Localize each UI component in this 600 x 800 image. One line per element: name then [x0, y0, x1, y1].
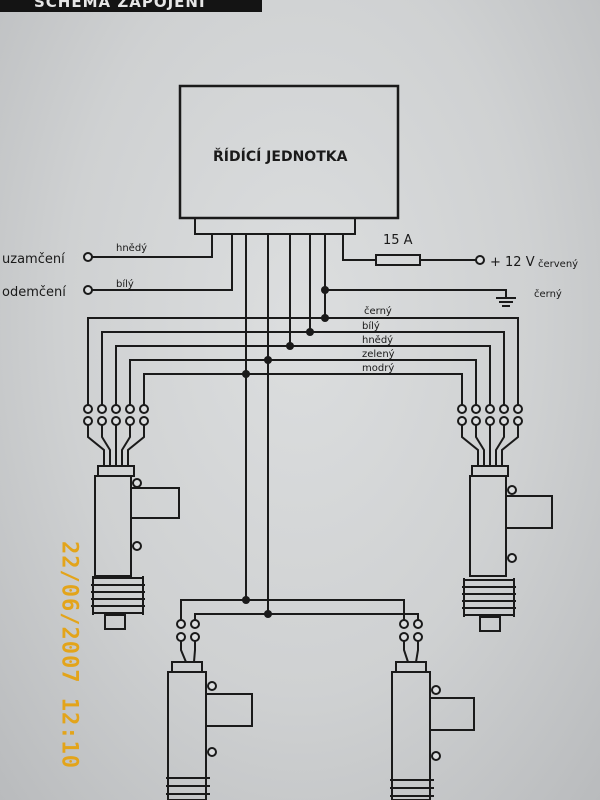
bus-label-1: bílý — [362, 320, 380, 332]
date-stamp: 22/06/2007 12:10 — [44, 541, 94, 769]
input-unlock-wire-color: bílý — [116, 278, 134, 290]
bus-wires — [87, 317, 519, 405]
bus-label-3: zelený — [362, 348, 395, 360]
ground-wire-color: černý — [534, 288, 562, 300]
input-unlock-wire — [83, 234, 233, 295]
fuse — [375, 254, 421, 266]
control-unit-connector — [194, 217, 356, 235]
power-wire-color: červený — [538, 258, 578, 270]
actuator-left-bottom — [166, 641, 253, 800]
actuator-right-bottom — [390, 641, 475, 800]
input-lock-label: uzamčení — [2, 252, 65, 267]
fuse-label: 15 A — [383, 233, 413, 248]
power-label: + 12 V — [490, 255, 535, 270]
bus-label-0: černý — [364, 305, 392, 317]
header-text: SCHÉMA ZAPOJENÍ — [34, 0, 206, 11]
actuator-right-top — [461, 425, 553, 632]
ground-wire — [324, 234, 516, 320]
input-lock-wire — [83, 234, 213, 262]
date-stamp-text: 22/06/2007 12:10 — [56, 541, 82, 769]
input-unlock-label: odemčení — [2, 285, 66, 300]
terminal-rings — [83, 404, 523, 642]
lower-distribution-wires — [180, 599, 419, 620]
input-lock-wire-color: hnědý — [116, 242, 147, 254]
bus-label-4: modrý — [362, 362, 394, 374]
power-wire — [342, 234, 485, 266]
junction-dots — [242, 286, 329, 618]
header-band: SCHÉMA ZAPOJENÍ — [0, 0, 262, 12]
bus-label-2: hnědý — [362, 334, 393, 346]
actuator-left-top — [87, 425, 180, 630]
control-unit-label: ŘÍDÍCÍ JEDNOTKA — [213, 148, 348, 165]
